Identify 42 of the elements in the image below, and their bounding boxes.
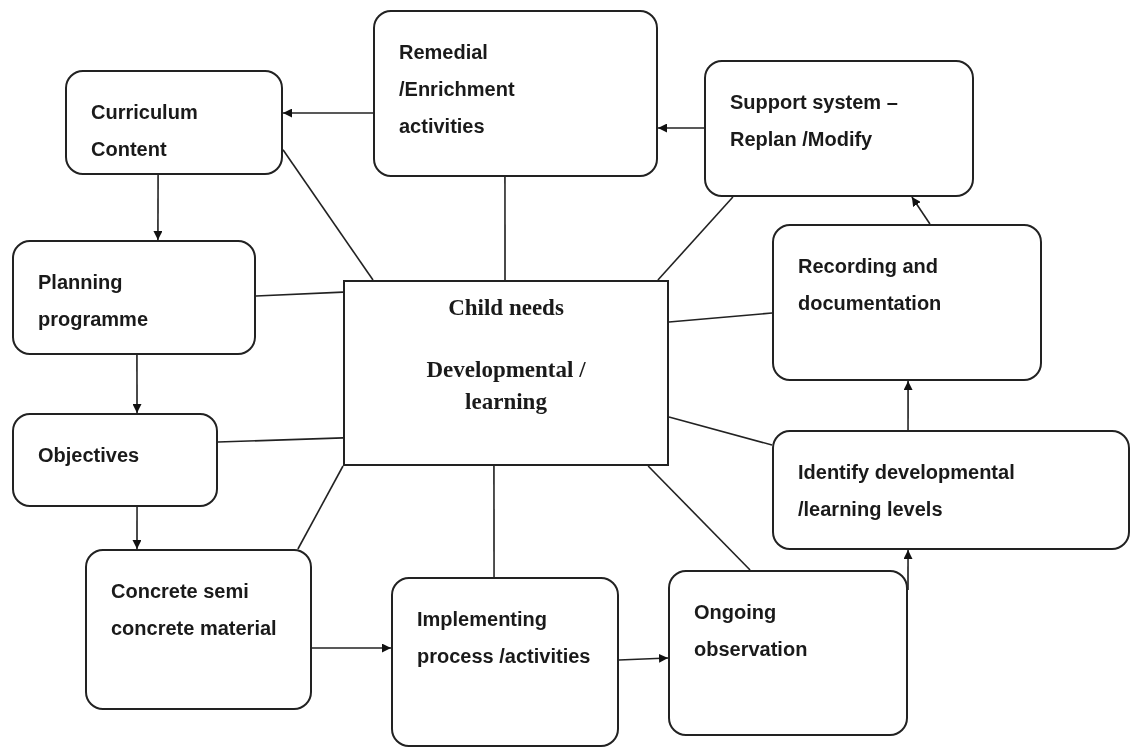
arrow <box>311 643 392 653</box>
box-label: Curriculum Content <box>91 100 199 162</box>
connector-line <box>504 176 506 281</box>
box-label: Ongoing observation <box>694 600 809 662</box>
connector-line <box>493 465 495 578</box>
process-box <box>373 10 658 177</box>
box-label: Concrete semi concrete material <box>111 579 278 641</box>
arrow <box>282 108 374 118</box>
arrow <box>911 196 931 225</box>
box-label: Planning programme <box>38 270 150 332</box>
arrow <box>153 174 163 241</box>
connector-line <box>255 291 344 297</box>
arrow <box>903 380 913 431</box>
arrow <box>657 123 705 133</box>
connector-line <box>668 312 773 323</box>
box-label: Objectives <box>38 443 140 468</box>
connector-line <box>217 437 344 443</box>
arrow <box>132 506 142 550</box>
body-text: Developmental / learning <box>425 356 587 417</box>
box-label: Implementing process /activities <box>417 607 592 669</box>
connector-line <box>668 416 773 446</box>
process-box <box>772 224 1042 381</box>
process-box <box>704 60 974 197</box>
box-label: Recording and documentation <box>798 254 943 316</box>
process-box <box>668 570 908 736</box>
arrow <box>132 354 142 414</box>
connector-line <box>657 196 734 281</box>
arrow <box>618 653 669 663</box>
connector-line <box>647 465 751 571</box>
heading-text: Child needs <box>448 294 564 322</box>
process-box <box>65 70 283 175</box>
central-box <box>343 280 669 466</box>
box-label: Support system – Replan /Modify <box>730 90 899 152</box>
process-box <box>85 549 312 710</box>
box-label: Remedial /Enrichment activities <box>399 40 516 139</box>
process-box <box>391 577 619 747</box>
connector-line <box>282 149 374 281</box>
process-box <box>12 240 256 355</box>
box-label: Identify developmental /learning levels <box>798 460 1016 522</box>
connector-line <box>297 465 344 550</box>
process-box <box>772 430 1130 550</box>
process-box <box>12 413 218 507</box>
